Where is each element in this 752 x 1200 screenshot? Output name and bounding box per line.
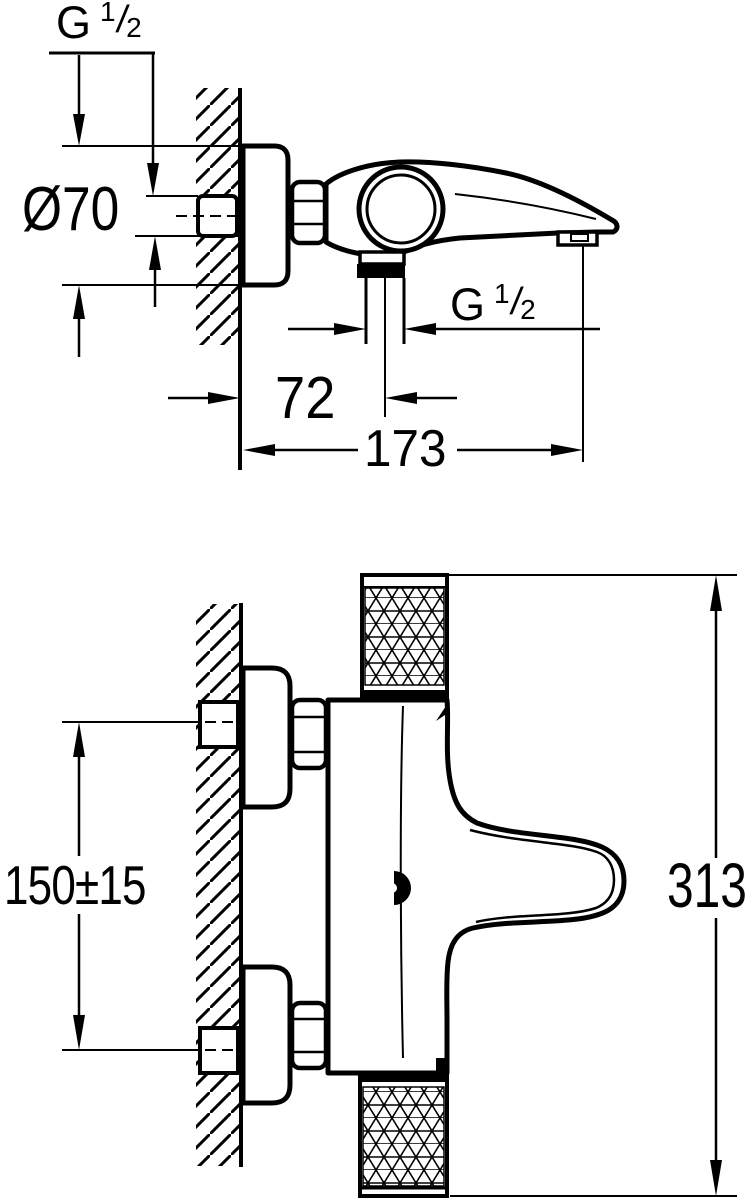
body-front-edge-line bbox=[399, 705, 404, 1059]
wall-to-spout-dimension-label: 173 bbox=[364, 420, 447, 478]
spout-inner-line bbox=[469, 828, 616, 924]
arrowhead bbox=[73, 114, 85, 146]
arrowhead bbox=[208, 392, 240, 404]
upper-handle-band bbox=[362, 690, 447, 700]
upper-flange bbox=[240, 665, 293, 810]
thread-numerator: 1 bbox=[100, 0, 116, 27]
spout-crease-line bbox=[454, 193, 597, 220]
aerator-inner bbox=[570, 233, 589, 242]
outlet-collar bbox=[358, 250, 406, 266]
lower-handle-knurl bbox=[362, 1086, 445, 1187]
body-foot-mark bbox=[436, 1058, 449, 1071]
side-view bbox=[49, 51, 620, 470]
arrowhead bbox=[385, 392, 417, 404]
lower-flange bbox=[240, 964, 293, 1106]
thread-numerator: 1 bbox=[494, 278, 510, 309]
connection-spacing-dimension-label: 150±15 bbox=[4, 854, 147, 916]
upper-hex-nut bbox=[289, 697, 329, 771]
arrowhead bbox=[73, 1015, 85, 1050]
outlet-mark-notch bbox=[387, 883, 397, 893]
overall-height-dimension-label: 313 bbox=[667, 851, 747, 921]
thread-letter: G bbox=[56, 0, 92, 48]
thread-letter: G bbox=[450, 279, 486, 330]
pointer-mark bbox=[436, 703, 448, 721]
flange-diameter-label: Ø70 bbox=[22, 175, 120, 244]
arrowhead bbox=[710, 575, 722, 611]
outlet-mark bbox=[394, 871, 411, 905]
lower-hex-nut bbox=[289, 1000, 329, 1071]
upper-handle-knurl bbox=[364, 587, 445, 686]
hex-nut bbox=[289, 179, 328, 246]
arrowhead bbox=[73, 285, 85, 319]
thread-denominator: 2 bbox=[126, 12, 142, 43]
arrowhead bbox=[73, 722, 85, 757]
front-view bbox=[62, 573, 737, 1198]
lower-handle-band bbox=[360, 1073, 447, 1082]
arrowhead bbox=[334, 323, 366, 335]
flange bbox=[240, 143, 291, 288]
handle-dial-outer bbox=[356, 164, 446, 254]
arrowhead bbox=[243, 444, 275, 456]
wall-to-outlet-dimension-label: 72 bbox=[275, 365, 336, 431]
arrowhead bbox=[710, 1160, 722, 1196]
thread-denominator: 2 bbox=[520, 294, 536, 325]
arrowhead bbox=[551, 444, 583, 456]
handle-dial-inner bbox=[365, 173, 437, 245]
wall-hatching bbox=[196, 604, 241, 1166]
upper-wall-nut bbox=[198, 700, 240, 749]
outlet-collar-band bbox=[357, 264, 405, 278]
arrowhead bbox=[149, 236, 161, 270]
arrowhead bbox=[147, 163, 159, 196]
arrowhead bbox=[404, 323, 436, 335]
body-profile bbox=[325, 697, 627, 1076]
